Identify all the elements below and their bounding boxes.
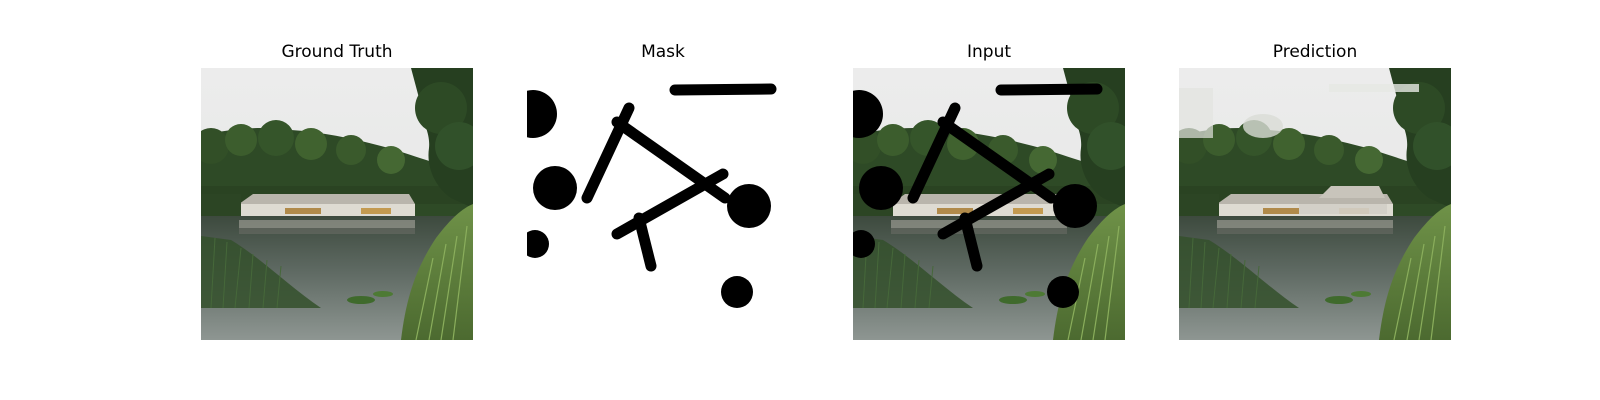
mask-image — [527, 68, 799, 340]
panel-ground-truth: Ground Truth — [201, 0, 473, 400]
panel-input: Input — [853, 0, 1125, 400]
panel-title: Mask — [641, 42, 685, 62]
panel-title: Ground Truth — [281, 42, 393, 62]
panel-title: Input — [966, 42, 1012, 62]
prediction-image — [1179, 68, 1451, 340]
input-image — [853, 68, 1125, 340]
panel-title: Prediction — [1272, 42, 1358, 62]
ground-truth-image — [201, 68, 473, 340]
panel-prediction: Prediction — [1179, 0, 1451, 400]
panel-mask: Mask — [527, 0, 799, 400]
